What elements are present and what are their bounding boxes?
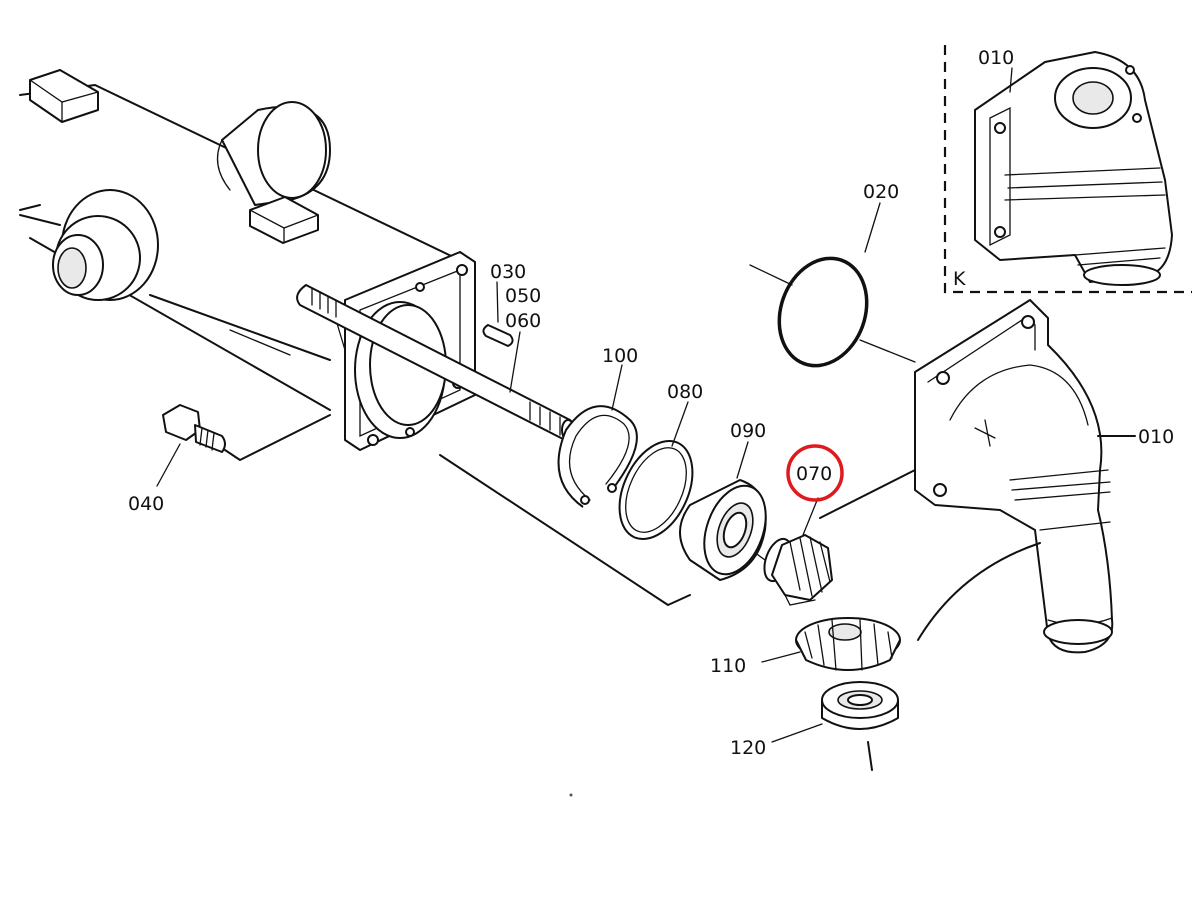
main-housing: [19, 69, 476, 451]
speck: [569, 793, 573, 797]
bolt: [162, 404, 331, 461]
circlip: [557, 405, 638, 508]
bevel-gear: [795, 617, 901, 671]
pin: [482, 324, 514, 347]
label-030: 030: [490, 261, 526, 283]
label-view-k: K: [953, 268, 966, 290]
view-k-inset: [943, 45, 1192, 294]
highlight-circle: [786, 444, 844, 502]
o-ring: [749, 256, 916, 368]
part-labels: 010 020 030 050 060 100 080 090 070 010 …: [128, 47, 1174, 759]
label-080: 080: [667, 381, 703, 403]
label-040: 040: [128, 493, 164, 515]
lower-bearing: [821, 681, 899, 771]
label-020: 020: [863, 181, 899, 203]
assembly-axis-line: [439, 454, 691, 606]
label-120: 120: [730, 737, 766, 759]
label-010-inset: 010: [978, 47, 1014, 69]
label-010-main: 010: [1138, 426, 1174, 448]
label-090: 090: [730, 420, 766, 442]
seal-ring: [618, 439, 694, 541]
label-050: 050: [505, 285, 541, 307]
pinion-gear: [763, 534, 833, 606]
ball-bearing: [679, 479, 767, 581]
label-060: 060: [505, 310, 541, 332]
gear-case: [819, 299, 1136, 654]
leader-lines: [156, 67, 1013, 743]
label-070: 070: [796, 463, 832, 485]
label-110: 110: [710, 655, 746, 677]
label-100: 100: [602, 345, 638, 367]
